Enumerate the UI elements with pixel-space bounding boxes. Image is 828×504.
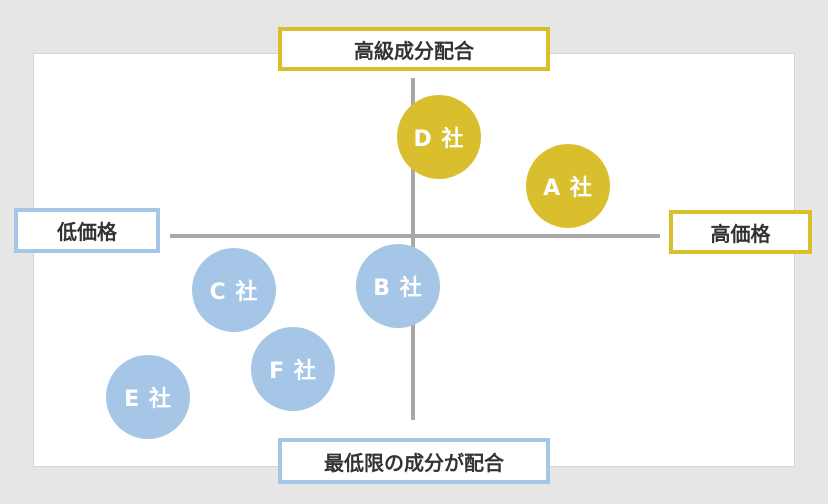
company-d-circle: D 社 [397, 95, 481, 179]
company-e-circle: E 社 [106, 355, 190, 439]
label-premium-ingredients: 高級成分配合 [278, 27, 550, 71]
company-a-circle: A 社 [526, 144, 610, 228]
label-minimal-ingredients: 最低限の成分が配合 [278, 438, 550, 484]
label-low-price: 低価格 [14, 208, 160, 253]
company-f-circle: F 社 [251, 327, 335, 411]
label-high-price: 高価格 [669, 210, 812, 254]
horizontal-axis [170, 234, 660, 238]
company-b-circle: B 社 [356, 244, 440, 328]
company-c-circle: C 社 [192, 248, 276, 332]
